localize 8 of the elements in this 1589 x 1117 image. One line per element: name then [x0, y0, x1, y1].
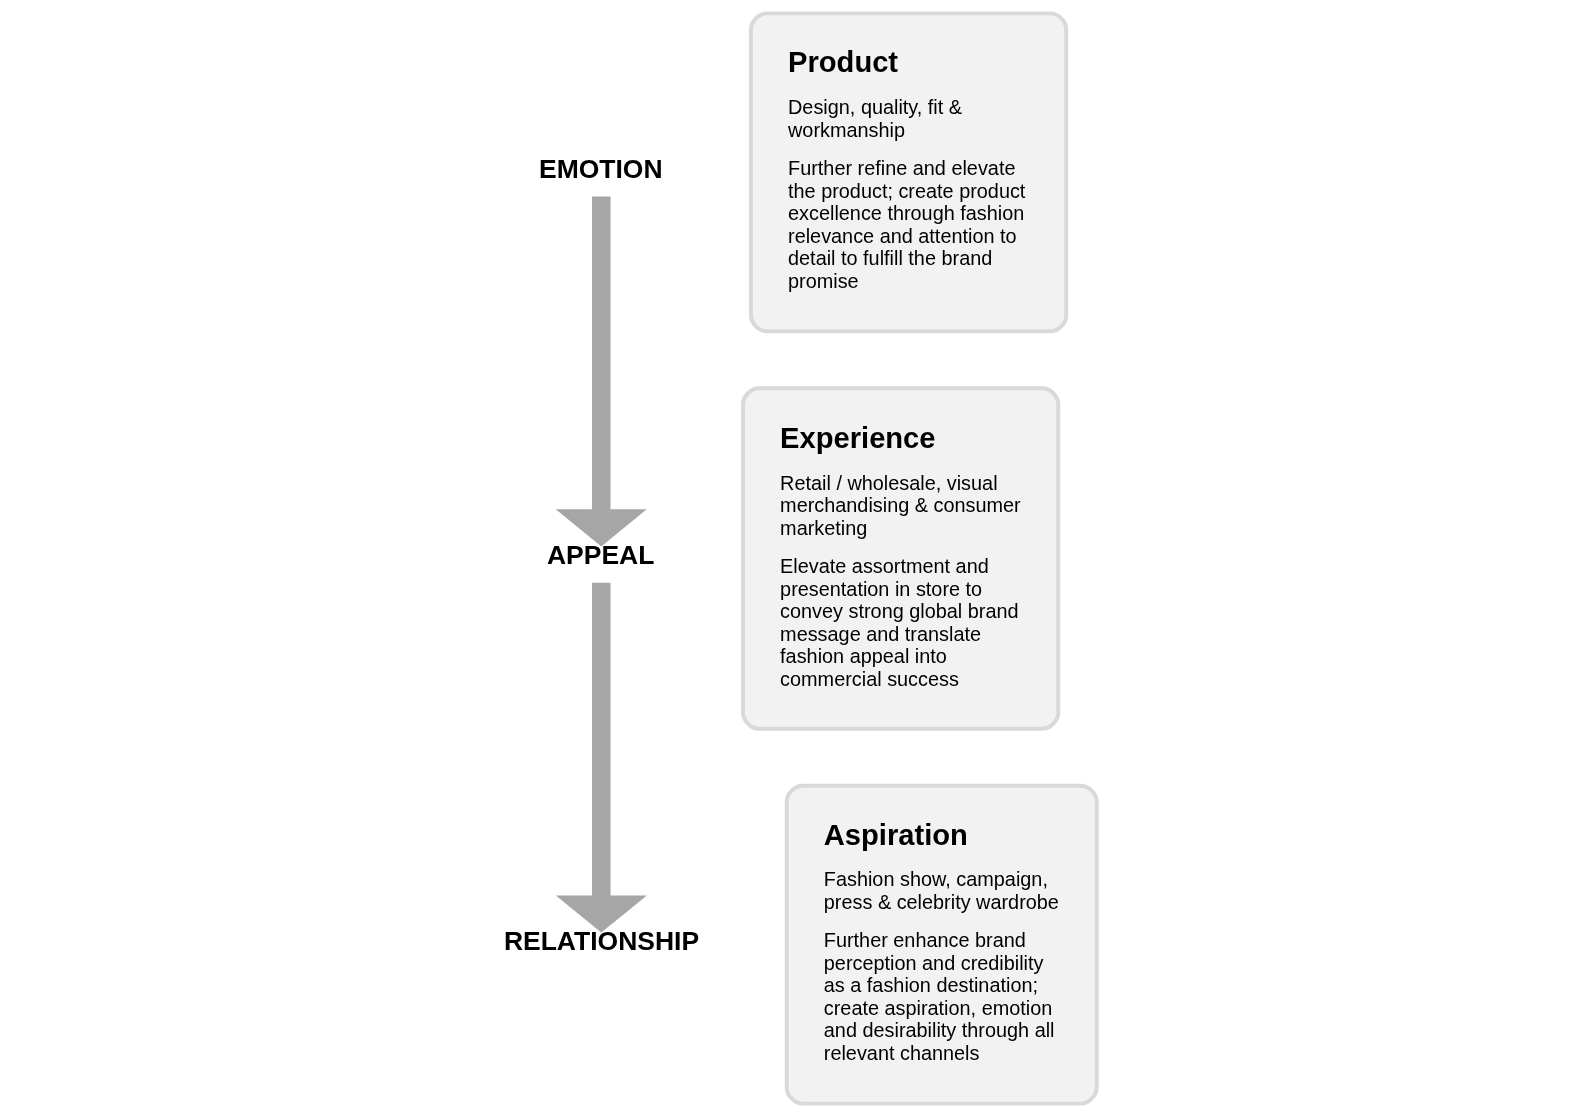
arrow — [555, 582, 647, 933]
node-box: Aspiration Fashion show, campaign, press & celebrity wardrobe Further enhance brand perception and credibility as a fashion destination; create aspiration, emotion and desirability through all relevant channels — [784, 783, 1099, 1106]
node-text: APPEAL — [546, 539, 654, 570]
node-box: Experience Retail / wholesale, visual merchandising & consumer marketing Elevate assortment and presentation in store to convey strong global brand message and translate fashion appeal into commercial success — [740, 386, 1060, 731]
node-text: EMOTION — [538, 153, 663, 184]
arrow — [555, 196, 647, 547]
node-text: RELATIONSHIP — [503, 925, 699, 956]
node-box: Product Design, quality, fit & workmanship Further refine and elevate the product; create product excellence through fashion relevance and attention to detail to fulfill the brand promise — [748, 11, 1068, 334]
